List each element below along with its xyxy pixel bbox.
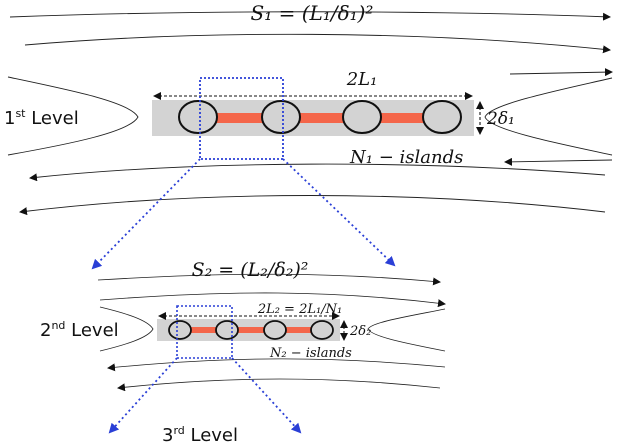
level1-width-label: 2δ₁: [486, 109, 515, 129]
level2-current-sheet: [157, 312, 348, 341]
field-line: [24, 33, 611, 54]
field-line: [9, 11, 611, 21]
island: [215, 320, 239, 340]
island: [263, 320, 287, 340]
level2-title: 2nd Level: [40, 319, 119, 341]
right-separatrix: [484, 77, 613, 156]
current-core: [180, 327, 322, 333]
level-number: 2: [40, 320, 51, 341]
field-line: [504, 157, 613, 166]
island: [178, 100, 218, 134]
level1-zoom-box: [199, 77, 284, 160]
level2-width-label: 2δ₂: [349, 324, 371, 339]
level1-current-sheet: [152, 92, 484, 136]
level2-zoom-box: [176, 305, 233, 359]
left-separatrix: [7, 76, 139, 156]
island: [342, 100, 382, 134]
field-line: [117, 378, 441, 392]
level-word: Level: [185, 425, 238, 446]
level1-field-lines: [7, 11, 613, 216]
left-separatrix: [99, 306, 154, 352]
field-line: [509, 68, 613, 77]
level-word: Level: [26, 108, 79, 129]
level1-sweet-parameter: S₁ = (L₁/δ₁)²: [251, 1, 374, 25]
level3-title: 3rd Level: [162, 424, 238, 446]
field-line: [107, 358, 446, 372]
level-suffix: st: [15, 107, 26, 120]
current-core: [198, 113, 428, 123]
level-suffix: rd: [173, 424, 184, 437]
level-number: 1: [4, 108, 15, 129]
level-suffix: nd: [51, 319, 65, 332]
level2-field-lines: [97, 273, 446, 392]
field-line: [99, 292, 446, 308]
island: [168, 320, 192, 340]
island: [310, 320, 334, 340]
level2-islands-label: N₂ − islands: [269, 346, 352, 361]
level2-sweet-parameter: S₂ = (L₂/δ₂)²: [192, 259, 309, 281]
zoom-arrow-right: [231, 357, 302, 434]
zoom-arrow-right: [282, 158, 396, 267]
level-word: Level: [65, 320, 118, 341]
level2-length-label: 2L₂ = 2L₁/N₁: [257, 302, 342, 317]
island: [261, 100, 301, 134]
field-line: [97, 273, 441, 286]
field-line: [29, 163, 606, 182]
zoom-arrow-left: [91, 158, 201, 270]
level1-islands-label: N₁ − islands: [349, 147, 463, 168]
zoom-arrow-left: [108, 357, 178, 434]
level1-title: 1st Level: [4, 107, 79, 129]
field-line: [19, 195, 606, 216]
level1-length-label: 2L₁: [346, 69, 378, 90]
island: [422, 100, 462, 134]
right-separatrix: [367, 308, 446, 352]
level-number: 3: [162, 425, 173, 446]
